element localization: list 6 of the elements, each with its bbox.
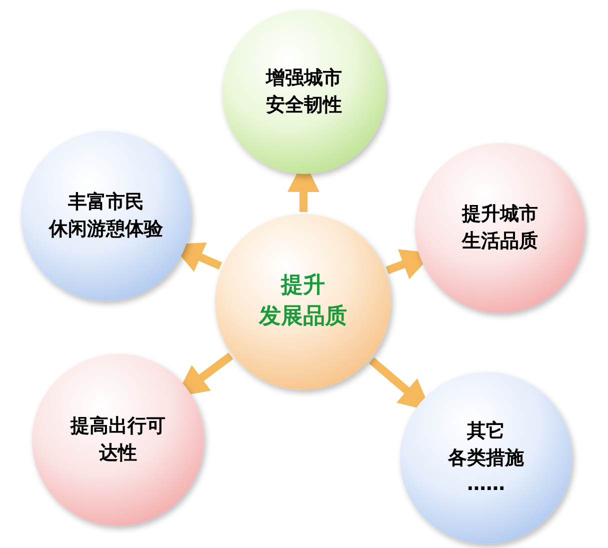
circle-label: 提高出行可达性 xyxy=(70,414,166,466)
circle-label: 其它各类措施…… xyxy=(448,419,524,498)
circle-label: 提升城市生活品质 xyxy=(462,202,538,254)
circle-label: 丰富市民休闲游憩体验 xyxy=(49,190,163,242)
circle-label: 提升发展品质 xyxy=(259,272,347,331)
circle-label: 增强城市安全韧性 xyxy=(266,66,342,118)
